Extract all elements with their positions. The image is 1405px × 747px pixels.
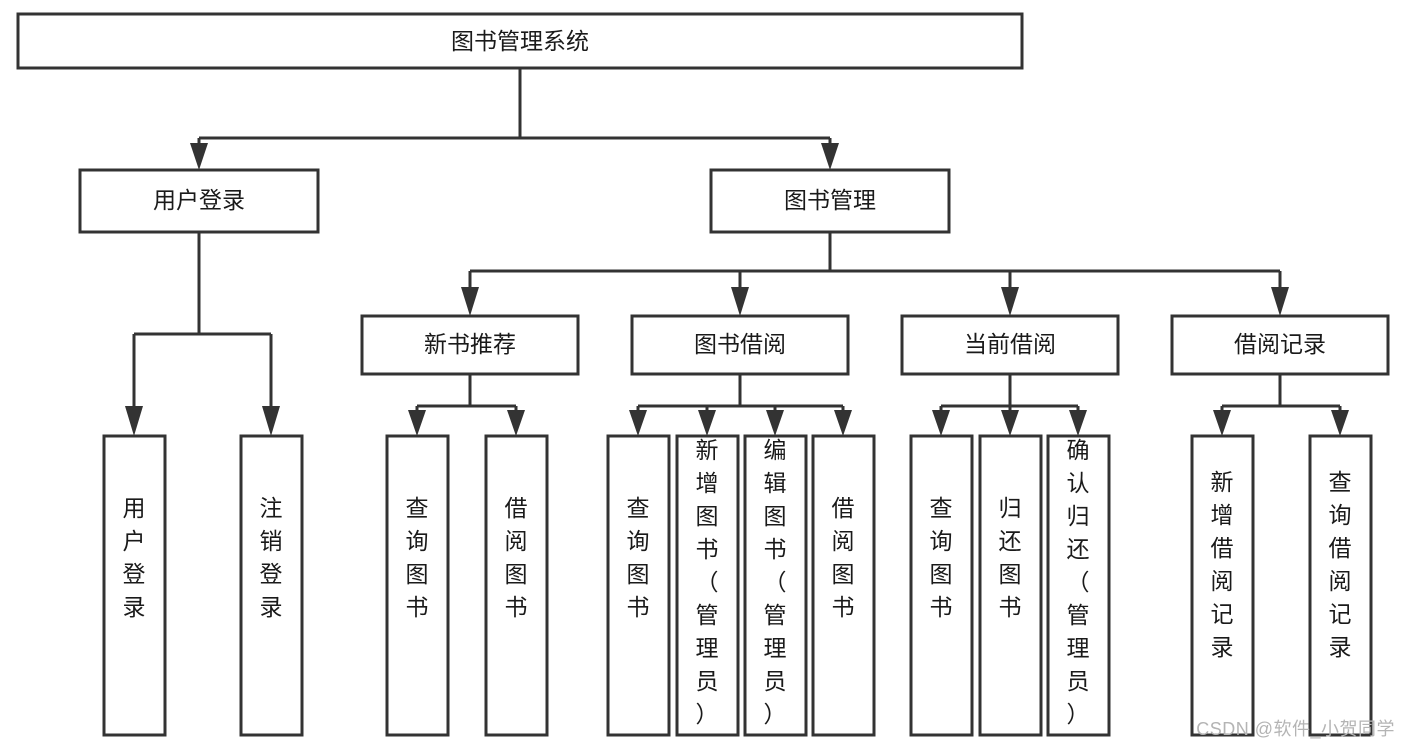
node-borrow-record-box[interactable] bbox=[1170, 314, 1390, 376]
leaf-new-book-0-box[interactable] bbox=[385, 434, 450, 737]
leaf-new-book-1[interactable]: 借阅图书 bbox=[484, 434, 549, 737]
leaf-borrow-record-0-box[interactable] bbox=[1190, 434, 1255, 737]
arrow-root-to-book-mgmt bbox=[821, 143, 839, 170]
node-borrow-record-label: 借阅记录 bbox=[1234, 331, 1326, 357]
node-book-management-box[interactable] bbox=[709, 168, 951, 234]
node-book-borrow-label: 图书借阅 bbox=[694, 331, 786, 357]
arrow-borrow-record-leaf-1 bbox=[1331, 410, 1349, 436]
leaf-book-borrow-3-box[interactable] bbox=[811, 434, 876, 737]
arrow-new-book-leaf-0 bbox=[408, 410, 426, 436]
node-root-system[interactable]: 图书管理系统 bbox=[16, 12, 1024, 70]
arrow-root-to-user-login bbox=[190, 143, 208, 170]
leaf-user-login-0-box[interactable] bbox=[102, 434, 167, 737]
leaf-current-borrow-2-box[interactable] bbox=[1046, 434, 1111, 737]
arrow-book-mgmt-to-book-borrow bbox=[731, 287, 749, 316]
arrow-user-login-leaf-1 bbox=[262, 406, 280, 436]
node-root-system-label: 图书管理系统 bbox=[451, 28, 589, 54]
leaf-book-borrow-1-box[interactable] bbox=[675, 434, 740, 737]
arrow-book-borrow-leaf-1 bbox=[698, 410, 716, 436]
node-user-login-box[interactable] bbox=[78, 168, 320, 234]
leaf-book-borrow-3[interactable]: 借阅图书 bbox=[811, 434, 876, 737]
leaf-current-borrow-0[interactable]: 查询图书 bbox=[909, 434, 974, 737]
arrow-book-borrow-leaf-3 bbox=[834, 410, 852, 436]
connector-group-book-borrow bbox=[629, 374, 852, 436]
arrow-user-login-leaf-0 bbox=[125, 406, 143, 436]
node-borrow-record[interactable]: 借阅记录 bbox=[1170, 314, 1390, 376]
node-current-borrow-label: 当前借阅 bbox=[964, 331, 1056, 357]
node-root-system-box[interactable] bbox=[16, 12, 1024, 70]
leaf-borrow-record-1[interactable]: 查询借阅记录 bbox=[1308, 434, 1373, 737]
leaf-new-book-0-label: 查询图书 bbox=[406, 495, 429, 620]
connector-group-borrow-record bbox=[1213, 374, 1349, 436]
leaf-borrow-record-1-label: 查询借阅记录 bbox=[1329, 469, 1352, 660]
leaf-book-borrow-1-label: 新增图书（管理员） bbox=[696, 437, 719, 727]
connector-group-book-mgmt bbox=[461, 232, 1289, 316]
node-user-login[interactable]: 用户登录 bbox=[78, 168, 320, 234]
node-user-login-label: 用户登录 bbox=[153, 187, 245, 213]
leaf-current-borrow-2[interactable]: 确认归还（管理员） bbox=[1046, 434, 1111, 737]
arrow-current-borrow-leaf-1 bbox=[1001, 410, 1019, 436]
connector-group-new-book bbox=[408, 374, 525, 436]
leaf-book-borrow-2[interactable]: 编辑图书（管理员） bbox=[743, 434, 808, 737]
connector-group-root bbox=[190, 68, 839, 170]
leaf-new-book-1-box[interactable] bbox=[484, 434, 549, 737]
leaf-current-borrow-1[interactable]: 归还图书 bbox=[978, 434, 1043, 737]
leaf-book-borrow-3-label: 借阅图书 bbox=[832, 495, 855, 620]
node-current-borrow-box[interactable] bbox=[900, 314, 1120, 376]
leaf-book-borrow-1[interactable]: 新增图书（管理员） bbox=[675, 434, 740, 737]
arrow-book-mgmt-to-borrow-record bbox=[1271, 287, 1289, 316]
leaf-user-login-1-box[interactable] bbox=[239, 434, 304, 737]
node-book-borrow-box[interactable] bbox=[630, 314, 850, 376]
leaf-user-login-1[interactable]: 注销登录 bbox=[239, 434, 304, 737]
arrow-book-borrow-leaf-0 bbox=[629, 410, 647, 436]
leaf-current-borrow-0-label: 查询图书 bbox=[930, 495, 953, 620]
leaf-book-borrow-0[interactable]: 查询图书 bbox=[606, 434, 671, 737]
leaf-current-borrow-2-label: 确认归还（管理员） bbox=[1067, 437, 1090, 727]
leaf-user-login-0-label: 用户登录 bbox=[123, 495, 146, 620]
leaf-borrow-record-0-label: 新增借阅记录 bbox=[1211, 469, 1234, 660]
arrow-book-borrow-leaf-2 bbox=[766, 410, 784, 436]
node-current-borrow[interactable]: 当前借阅 bbox=[900, 314, 1120, 376]
node-new-book-recommend[interactable]: 新书推荐 bbox=[360, 314, 580, 376]
leaf-current-borrow-1-label: 归还图书 bbox=[999, 495, 1022, 620]
node-new-book-recommend-label: 新书推荐 bbox=[424, 331, 516, 357]
node-book-management[interactable]: 图书管理 bbox=[709, 168, 951, 234]
leaf-user-login-0[interactable]: 用户登录 bbox=[102, 434, 167, 737]
leaf-book-borrow-2-label: 编辑图书（管理员） bbox=[764, 437, 787, 727]
leaf-borrow-record-0[interactable]: 新增借阅记录 bbox=[1190, 434, 1255, 737]
leaf-current-borrow-0-box[interactable] bbox=[909, 434, 974, 737]
connector-group-current-borrow bbox=[932, 374, 1087, 436]
node-book-borrow[interactable]: 图书借阅 bbox=[630, 314, 850, 376]
arrow-current-borrow-leaf-0 bbox=[932, 410, 950, 436]
arrow-new-book-leaf-1 bbox=[507, 410, 525, 436]
leaf-new-book-0[interactable]: 查询图书 bbox=[385, 434, 450, 737]
node-book-management-label: 图书管理 bbox=[784, 187, 876, 213]
leaf-borrow-record-1-box[interactable] bbox=[1308, 434, 1373, 737]
arrow-book-mgmt-to-current-borrow bbox=[1001, 287, 1019, 316]
csdn-watermark: CSDN @软件_小贺同学 bbox=[1196, 719, 1395, 739]
leaf-book-borrow-0-label: 查询图书 bbox=[627, 495, 650, 620]
arrow-current-borrow-leaf-2 bbox=[1069, 410, 1087, 436]
node-new-book-recommend-box[interactable] bbox=[360, 314, 580, 376]
leaf-book-borrow-0-box[interactable] bbox=[606, 434, 671, 737]
connector-group-user-login bbox=[125, 232, 280, 436]
arrow-borrow-record-leaf-0 bbox=[1213, 410, 1231, 436]
leaf-book-borrow-2-box[interactable] bbox=[743, 434, 808, 737]
leaf-new-book-1-label: 借阅图书 bbox=[505, 495, 528, 620]
arrow-book-mgmt-to-new-book bbox=[461, 287, 479, 316]
leaf-user-login-1-label: 注销登录 bbox=[260, 495, 283, 620]
leaf-current-borrow-1-box[interactable] bbox=[978, 434, 1043, 737]
